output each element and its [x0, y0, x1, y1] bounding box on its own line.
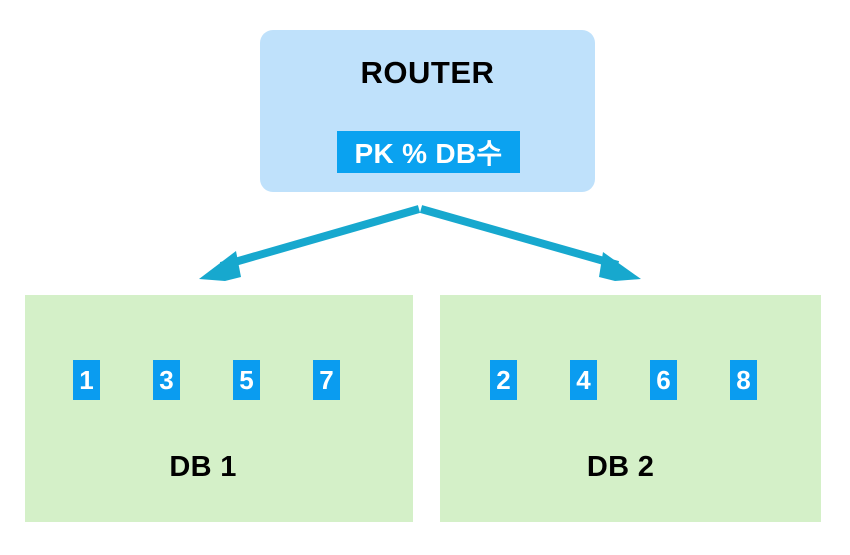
- arrow-to-db-1: [199, 205, 421, 281]
- shard-label-db-1: DB 1: [169, 451, 237, 483]
- shard-node-db-1: 1 3 5 7 DB 1: [25, 295, 413, 522]
- shard-label-db-2: DB 2: [586, 451, 655, 483]
- shard-keys-db-2: 2 4 6 8: [440, 360, 821, 400]
- router-node: ROUTER PK % DB수: [260, 30, 595, 192]
- key-badge: 8: [730, 360, 757, 400]
- key-badge: 1: [73, 360, 100, 400]
- key-badge: 5: [233, 360, 260, 400]
- router-formula-chip: PK % DB수: [337, 131, 520, 173]
- key-badge: 6: [650, 360, 677, 400]
- key-badge: 2: [490, 360, 517, 400]
- key-badge: 3: [153, 360, 180, 400]
- shard-node-db-2: 2 4 6 8 DB 2: [440, 295, 821, 522]
- arrow-to-db-2: [419, 205, 641, 281]
- shard-keys-db-1: 1 3 5 7: [25, 360, 413, 400]
- router-title: ROUTER: [360, 55, 495, 90]
- key-badge: 7: [313, 360, 340, 400]
- key-badge: 4: [570, 360, 597, 400]
